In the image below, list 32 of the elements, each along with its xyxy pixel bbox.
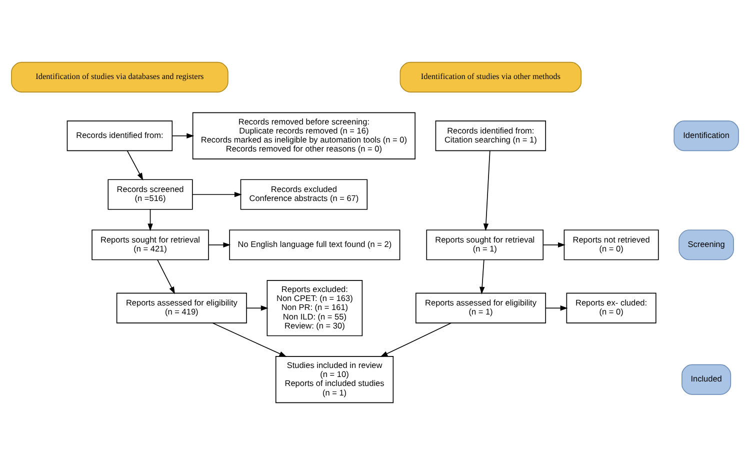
arrow xyxy=(542,242,566,248)
node-box: Reports sought for retrieval (n = 1) xyxy=(426,230,544,260)
node-box: No English language full text found (n = 2) xyxy=(229,230,400,260)
node-box: Reports assessed for eligibility (n = 1) xyxy=(415,292,546,324)
node-box: Records identified from: Citation searching (n = 1) xyxy=(435,120,546,152)
node-box: Records excluded Conference abstracts (n = 67) xyxy=(240,179,368,210)
node-box: Reports ex- cluded: (n = 0) xyxy=(566,292,656,324)
arrow xyxy=(545,305,568,311)
node-box: Studies included in review (n = 10) Reports of included studies (n = 1) xyxy=(275,356,394,404)
arrow xyxy=(192,192,242,198)
node-box: Records screened (n =516) xyxy=(108,179,193,210)
arrow xyxy=(157,260,175,294)
node-box: Screening xyxy=(678,230,734,260)
node-box: Records identified from: xyxy=(66,120,173,152)
arrow xyxy=(212,322,287,357)
node-box: Included xyxy=(682,364,732,395)
arrow xyxy=(172,133,194,138)
arrow xyxy=(483,150,490,231)
node-box: Identification of studies via databases and registers xyxy=(11,62,228,92)
arrow xyxy=(126,150,144,180)
node-box: Identification xyxy=(674,120,739,152)
arrow xyxy=(480,260,485,294)
arrow xyxy=(208,242,231,248)
node-box: Reports not retrieved (n = 0) xyxy=(564,230,659,260)
node-box: Reports assessed for eligibility (n = 419) xyxy=(116,292,247,324)
node-box: Reports excluded: Non CPET: (n = 163) Non PR: (n = 161) Non ILD: (n = 55) Review: (n = 30) xyxy=(266,280,363,336)
arrow xyxy=(148,209,153,232)
node-box: Identification of studies via other methods xyxy=(400,62,582,92)
node-box: Reports sought for retrieval (n = 421) xyxy=(92,230,209,260)
arrow xyxy=(380,322,452,357)
node-box: Records removed before screening: Duplicate records removed (n = 16) Records marked as ineligible by automation tools (n = 0) Records removed for other reasons (n = 0) xyxy=(192,112,416,160)
arrow xyxy=(246,305,268,311)
